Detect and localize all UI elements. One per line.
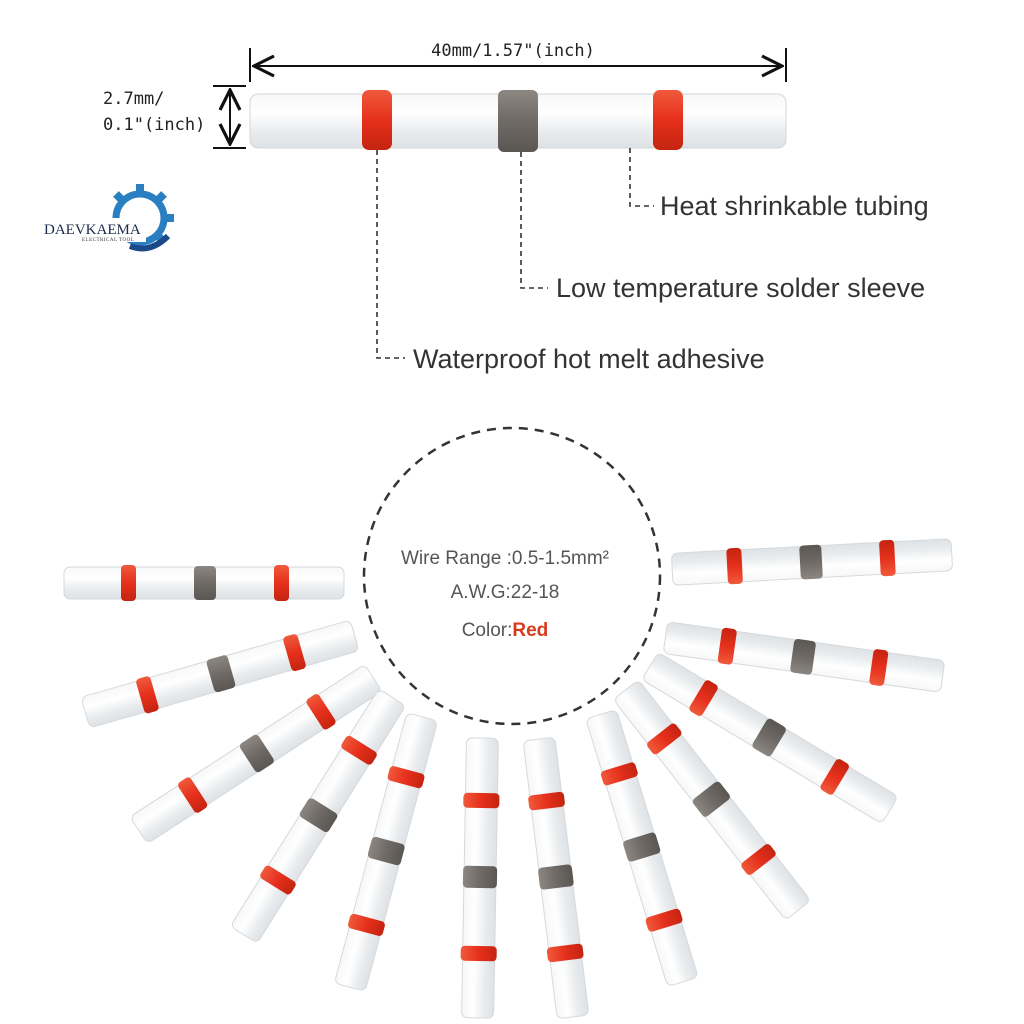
spec-circle	[362, 426, 662, 726]
connector-6	[459, 737, 501, 1019]
color-spec: Color:Red	[462, 620, 549, 641]
color-spec-label: Color:	[462, 620, 513, 641]
callout-heat-shrink: Heat shrinkable tubing	[660, 191, 929, 221]
logo-name: DAEVKAEMA	[44, 222, 141, 238]
awg-spec: A.W.G:22-18	[451, 582, 560, 603]
adhesive-ring-right	[653, 90, 683, 150]
length-dimension: 40mm/1.57"(inch)	[249, 41, 787, 82]
callout-adhesive: Waterproof hot melt adhesive	[413, 344, 765, 374]
diameter-label-line1: 2.7mm/	[103, 89, 164, 109]
main-connector	[249, 90, 787, 152]
brand-logo: DAEVKAEMA ELECTRICAL TOOL	[42, 184, 174, 252]
diameter-dimension: 2.7mm/ 0.1"(inch)	[103, 85, 246, 149]
solder-sleeve	[498, 90, 538, 152]
connector-7	[520, 736, 592, 1020]
logo-tagline: ELECTRICAL TOOL	[82, 238, 134, 243]
callout-solder-sleeve: Low temperature solder sleeve	[556, 273, 925, 303]
wire-range: Wire Range :0.5-1.5mm²	[401, 548, 609, 569]
length-label: 40mm/1.57"(inch)	[431, 41, 595, 61]
color-spec-value: Red	[512, 620, 548, 641]
callout-lines	[376, 148, 654, 359]
connector-1	[63, 564, 345, 602]
connector-12	[670, 536, 954, 588]
diameter-label-line2: 0.1"(inch)	[103, 115, 205, 135]
adhesive-ring-left	[362, 90, 392, 150]
connector-fan	[63, 536, 954, 1020]
